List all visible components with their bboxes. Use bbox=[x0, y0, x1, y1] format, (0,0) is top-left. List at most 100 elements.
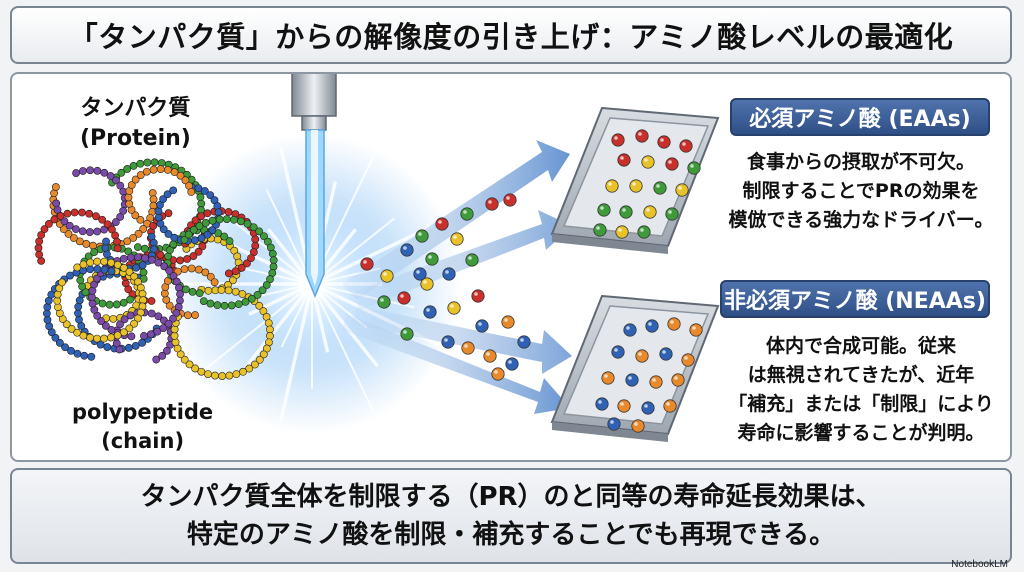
protein-bead bbox=[127, 332, 136, 341]
protein-bead bbox=[73, 263, 82, 272]
protein-bead bbox=[120, 263, 128, 272]
protein-bead bbox=[72, 169, 80, 177]
protein-bead bbox=[79, 260, 88, 269]
protein-bead bbox=[170, 325, 179, 334]
protein-bead bbox=[88, 293, 96, 302]
protein-bead bbox=[225, 371, 234, 380]
bead-highlight bbox=[620, 402, 624, 406]
protein-bead bbox=[260, 232, 268, 241]
amino-acid-bead bbox=[671, 373, 685, 387]
protein-bead bbox=[123, 237, 132, 246]
protein-bead bbox=[86, 265, 95, 274]
protein-bead bbox=[170, 331, 179, 340]
neaa-title: 非必須アミノ酸 (NEAAs) bbox=[720, 280, 990, 318]
protein-bead bbox=[203, 230, 212, 239]
protein-bead bbox=[258, 286, 267, 295]
protein-bead bbox=[183, 255, 192, 263]
protein-bead bbox=[125, 324, 134, 333]
bead-highlight bbox=[652, 378, 656, 382]
protein-bead bbox=[107, 267, 116, 276]
protein-bead bbox=[164, 209, 173, 218]
protein-bead bbox=[228, 276, 237, 285]
watermark: NotebookLM bbox=[951, 559, 1008, 570]
protein-bead bbox=[266, 332, 274, 340]
bead-highlight bbox=[634, 422, 638, 426]
protein-bead bbox=[234, 300, 243, 309]
amino-acid-bead bbox=[641, 155, 655, 169]
amino-acid-bead bbox=[501, 315, 515, 329]
protein-bead bbox=[82, 240, 91, 248]
protein-bead bbox=[126, 311, 135, 320]
protein-bead bbox=[225, 237, 234, 245]
bead-highlight bbox=[488, 200, 492, 204]
protein-bead bbox=[134, 253, 142, 262]
protein-bead bbox=[195, 222, 204, 230]
protein-bead bbox=[163, 166, 172, 174]
protein-bead bbox=[60, 217, 69, 226]
protein-bead bbox=[189, 252, 198, 260]
protein-bead bbox=[93, 334, 101, 343]
protein-bead bbox=[218, 372, 227, 380]
amino-acid-bead bbox=[441, 335, 455, 349]
bead-highlight bbox=[666, 402, 670, 406]
protein-bead bbox=[213, 301, 222, 310]
protein-bead bbox=[59, 225, 68, 234]
protein-bead bbox=[140, 244, 149, 253]
protein-bead bbox=[185, 360, 194, 369]
amino-acid-bead bbox=[681, 353, 695, 367]
amino-acid-bead bbox=[675, 183, 689, 197]
bead-highlight bbox=[463, 210, 467, 214]
protein-bead bbox=[149, 221, 158, 230]
protein-bead bbox=[112, 339, 121, 348]
amino-acid-bead bbox=[517, 335, 531, 349]
protein-bead bbox=[204, 370, 212, 379]
protein-bead bbox=[75, 315, 83, 324]
protein-bead bbox=[211, 371, 219, 380]
protein-bead bbox=[93, 227, 102, 236]
main-panel: タンパク質 (Protein) polypeptide (chain) 必須アミ… bbox=[10, 72, 1012, 462]
protein-bead bbox=[111, 218, 120, 226]
protein-bead bbox=[268, 249, 277, 258]
protein-bead bbox=[107, 225, 116, 234]
bead-highlight bbox=[678, 186, 682, 190]
protein-bead bbox=[74, 302, 83, 311]
protein-bead bbox=[51, 183, 60, 191]
protein-bead bbox=[162, 295, 171, 304]
protein-bead bbox=[141, 254, 149, 262]
protein-bead bbox=[88, 299, 97, 308]
protein-bead bbox=[175, 283, 183, 292]
bead-highlight bbox=[506, 196, 510, 200]
bead-highlight bbox=[600, 206, 604, 210]
bead-highlight bbox=[608, 182, 612, 186]
burst-ray bbox=[201, 283, 313, 373]
protein-bead bbox=[62, 320, 71, 329]
protein-bead bbox=[123, 165, 132, 173]
bead-highlight bbox=[596, 226, 600, 230]
amino-acid-bead bbox=[637, 225, 651, 239]
protein-bead bbox=[201, 219, 210, 227]
protein-bead bbox=[204, 286, 213, 295]
amino-acid-bead bbox=[689, 323, 703, 337]
protein-bead bbox=[146, 330, 155, 339]
protein-bead bbox=[142, 167, 151, 176]
protein-bead bbox=[127, 181, 136, 189]
bead-highlight bbox=[486, 352, 490, 356]
bead-highlight bbox=[403, 246, 407, 250]
bead-highlight bbox=[638, 352, 642, 356]
diagram-canvas bbox=[34, 74, 720, 442]
bead-highlight bbox=[418, 232, 422, 236]
protein-bead bbox=[131, 175, 140, 184]
amino-acid-bead bbox=[617, 399, 631, 413]
amino-acid-bead bbox=[423, 305, 437, 319]
protein-bead bbox=[191, 311, 199, 319]
bead-highlight bbox=[604, 374, 608, 378]
protein-bead bbox=[160, 289, 169, 298]
protein-bead bbox=[58, 278, 66, 287]
amino-acid-bead bbox=[665, 207, 679, 221]
bead-highlight bbox=[660, 138, 664, 142]
bead-highlight bbox=[444, 338, 448, 342]
protein-bead bbox=[169, 314, 177, 323]
protein-bead bbox=[133, 243, 142, 252]
polypeptide-label: polypeptide (chain) bbox=[72, 400, 214, 453]
protein-bead bbox=[79, 167, 87, 175]
